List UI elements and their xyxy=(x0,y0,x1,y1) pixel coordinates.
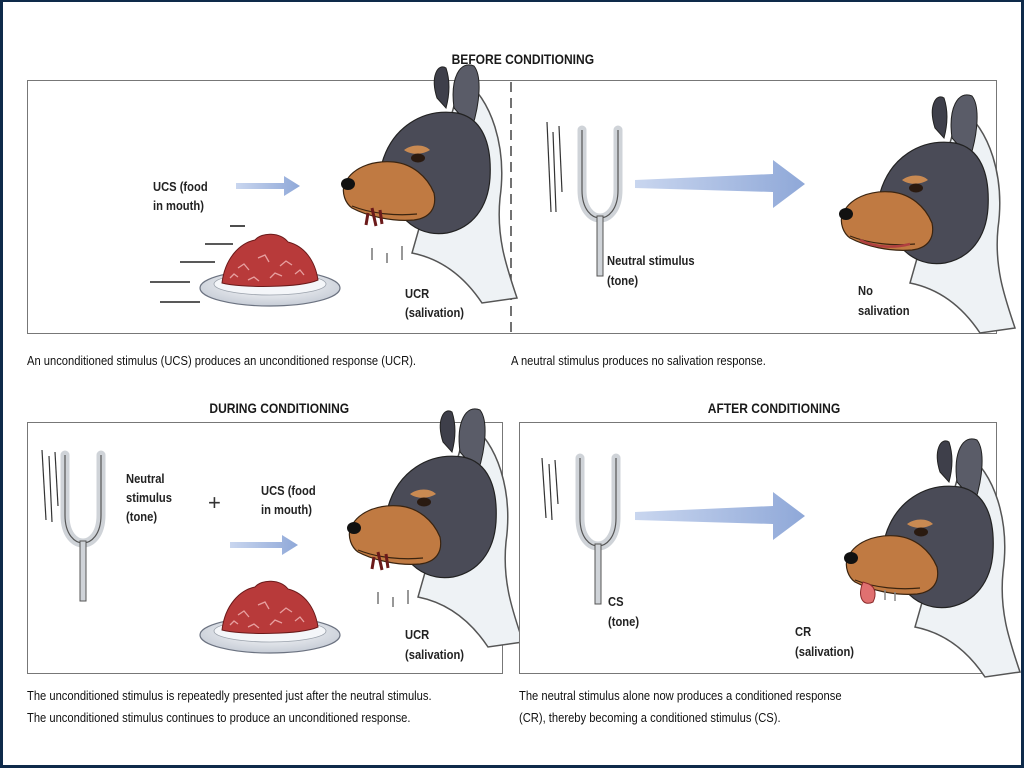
caption-after-line2: (CR), thereby becoming a conditioned sti… xyxy=(519,710,781,725)
dog-salivating-image xyxy=(346,408,524,648)
neutral-stimulus-label-1: Neutral stimulus xyxy=(607,253,695,268)
heading-before-conditioning: BEFORE CONDITIONING xyxy=(451,51,595,67)
caption-during-line1: The unconditioned stimulus is repeatedly… xyxy=(27,688,432,703)
neutral-stimulus-label-2: stimulus xyxy=(126,490,172,505)
frame-top-edge xyxy=(0,0,1024,2)
food-plate-image xyxy=(199,233,341,307)
neutral-stimulus-label-1: Neutral xyxy=(126,471,165,486)
caption-during-line2: The unconditioned stimulus continues to … xyxy=(27,710,411,725)
cr-label-2: (salivation) xyxy=(795,644,855,659)
vibration-lines-icon xyxy=(546,121,563,213)
ucr-label-1: UCR xyxy=(405,286,430,301)
ucs-label-1: UCS (food xyxy=(153,179,208,194)
dog-salivating-image xyxy=(340,64,518,304)
vibration-lines-icon xyxy=(541,457,559,521)
ucs-label-1: UCS (food xyxy=(261,483,316,498)
arrow-ucs-to-dog xyxy=(236,176,300,196)
caption-after-line1: The neutral stimulus alone now produces … xyxy=(519,688,842,703)
no-salivation-label-1: No xyxy=(858,283,873,298)
neutral-stimulus-label-2: (tone) xyxy=(607,273,639,288)
arrow-tone-to-dog xyxy=(635,160,805,208)
frame-right-edge xyxy=(1021,0,1024,768)
dog-no-salivation-image xyxy=(838,94,1016,334)
ucr-label-2: (salivation) xyxy=(405,647,465,662)
food-plate-image xyxy=(199,580,341,654)
ucs-label-2: in mouth) xyxy=(153,198,204,213)
plus-sign: + xyxy=(208,490,221,515)
ucr-label-2: (salivation) xyxy=(405,305,465,320)
caption-before-left: An unconditioned stimulus (UCS) produces… xyxy=(27,353,417,368)
ucr-label-1: UCR xyxy=(405,627,430,642)
vibration-lines-icon xyxy=(41,449,59,523)
dog-conditioned-salivation-image xyxy=(843,438,1021,678)
cs-label-1: CS xyxy=(608,594,624,609)
arrow-tone-to-dog xyxy=(635,492,805,540)
neutral-stimulus-label-3: (tone) xyxy=(126,509,158,524)
frame-bottom-edge xyxy=(0,765,1024,768)
frame-left-edge xyxy=(0,0,3,768)
heading-after-conditioning: AFTER CONDITIONING xyxy=(707,400,841,416)
motion-lines xyxy=(150,225,245,303)
no-salivation-label-2: salivation xyxy=(858,303,910,318)
ucs-label-2: in mouth) xyxy=(261,502,312,517)
caption-before-right: A neutral stimulus produces no salivatio… xyxy=(511,353,766,368)
tuning-fork-icon xyxy=(62,455,106,635)
arrow-ucs-to-dog xyxy=(230,535,298,555)
heading-during-conditioning: DURING CONDITIONING xyxy=(209,400,350,416)
cr-label-1: CR xyxy=(795,624,812,639)
cs-label-2: (tone) xyxy=(608,614,640,629)
tuning-fork-icon xyxy=(578,458,618,638)
